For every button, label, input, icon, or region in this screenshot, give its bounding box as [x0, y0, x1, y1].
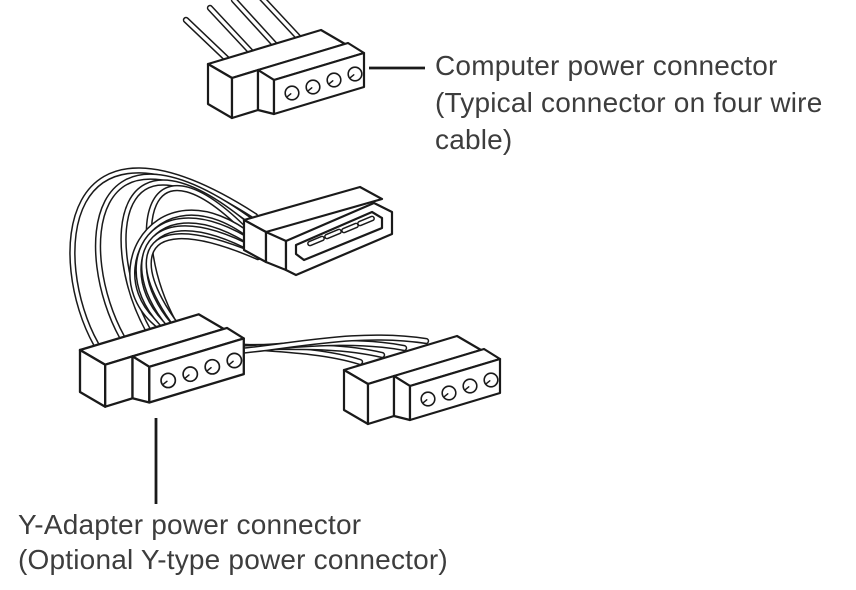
- male-pins: [307, 215, 375, 247]
- wire: [184, 18, 230, 62]
- male-bevel: [264, 230, 288, 272]
- computer-connector-body: [206, 28, 366, 120]
- y-adapter-male-connector: [242, 185, 394, 277]
- y-adapter-figure: [72, 170, 502, 426]
- computer-power-connector-figure: [184, 0, 366, 120]
- y-adapter-female-connector-left: [78, 313, 245, 408]
- label-line: (Optional Y-type power connector): [18, 544, 448, 575]
- label-line: Y-Adapter power connector: [18, 509, 362, 540]
- computer-connector-label: Computer power connector (Typical connec…: [435, 47, 822, 158]
- label-line: (Typical connector on four wire: [435, 87, 823, 118]
- label-line: Computer power connector: [435, 50, 778, 81]
- y-adapter-label: Y-Adapter power connector (Optional Y-ty…: [18, 507, 448, 577]
- label-line: cable): [435, 124, 513, 155]
